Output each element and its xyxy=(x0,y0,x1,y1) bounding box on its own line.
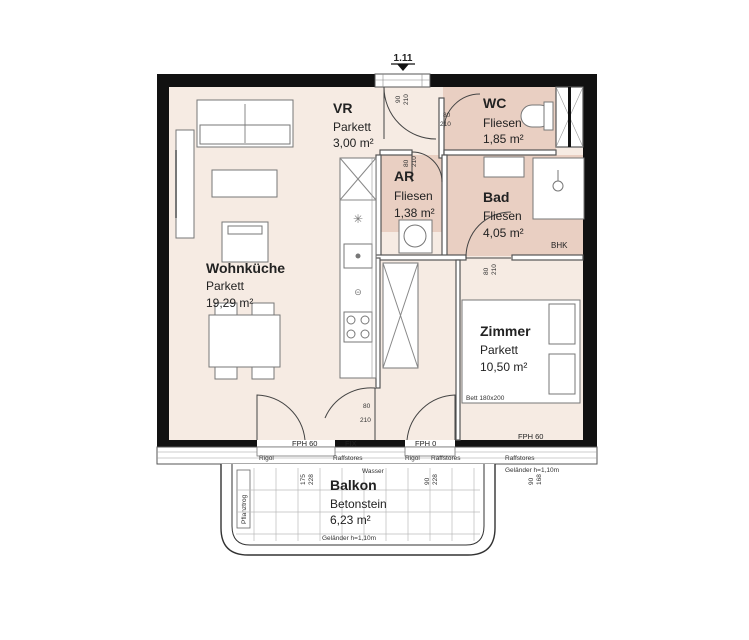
bad-sink-icon xyxy=(483,156,525,178)
entry-door-swing xyxy=(383,86,437,140)
gelaender-bottom-label: Geländer h=1,10m xyxy=(322,535,376,542)
wohn-door-h: 210 xyxy=(360,417,371,424)
planter-box xyxy=(236,469,251,529)
wall-vr-bottom xyxy=(379,149,413,156)
wc-door-h: 210 xyxy=(440,121,451,128)
room-bad-floor: Fliesen xyxy=(483,209,522,223)
wall-ar-bottom xyxy=(375,254,467,261)
room-balkon-area: 6,23 m² xyxy=(330,513,371,527)
fph-left-label: FPH 60 xyxy=(292,439,317,448)
rigol-left-label: Rigol xyxy=(259,455,274,462)
raff-right-label: Raffstores xyxy=(505,455,535,462)
room-vr-floor: Parkett xyxy=(333,120,372,134)
room-balkon-name: Balkon xyxy=(330,477,377,493)
wc-door-w: 80 xyxy=(443,112,451,119)
bw-mid-b: 228 xyxy=(432,474,439,485)
fph-right-label: FPH 60 xyxy=(518,432,543,441)
room-bad-area: 4,05 m² xyxy=(483,226,524,240)
room-ar-name: AR xyxy=(394,168,414,184)
room-zimmer-area: 10,50 m² xyxy=(480,360,527,374)
raff-left-label: Raffstores xyxy=(333,455,363,462)
room-zimmer-floor: Parkett xyxy=(480,343,519,357)
room-wc-area: 1,85 m² xyxy=(483,132,524,146)
bed-label: Bett 180x200 xyxy=(466,395,505,402)
wall-ar-right xyxy=(441,154,448,259)
wohn-door-w: 80 xyxy=(363,403,371,410)
fix-label: FIX xyxy=(345,439,357,448)
tv-board xyxy=(175,129,195,239)
armchair xyxy=(221,221,269,263)
balcony-door-right-swing xyxy=(406,394,456,441)
wall-top-left xyxy=(157,74,375,87)
raff-mid-label: Raffstores xyxy=(431,455,461,462)
wall-bottom-left xyxy=(157,440,257,447)
wall-corridor-left xyxy=(375,257,381,389)
wall-top-right xyxy=(430,74,597,87)
wall-ar-left xyxy=(375,154,382,259)
ar-door-swing xyxy=(411,151,443,183)
wc-door-swing xyxy=(443,93,481,131)
tap-icon: ⊝ xyxy=(354,287,362,297)
fph-mid-label: FPH 0 xyxy=(415,439,436,448)
room-vr-area: 3,00 m² xyxy=(333,136,374,150)
room-bad-name: Bad xyxy=(483,189,509,205)
room-balkon-floor: Betonstein xyxy=(330,497,387,511)
gelaender-right-label: Geländer h=1,10m xyxy=(505,467,559,474)
wall-right xyxy=(583,74,597,447)
wall-left xyxy=(157,74,169,447)
wall-wc-left xyxy=(438,97,445,159)
bad-door-swing xyxy=(465,211,512,259)
balcony-outline xyxy=(220,464,496,556)
marker-arrow-icon xyxy=(397,64,409,71)
wall-zimmer-left xyxy=(455,259,461,441)
room-wc-floor: Fliesen xyxy=(483,116,522,130)
ar-door-h: 210 xyxy=(411,156,418,167)
room-vr-name: VR xyxy=(333,100,352,116)
room-wohn-area: 19,29 m² xyxy=(206,296,253,310)
bw-left-b: 228 xyxy=(308,474,315,485)
bad-door-w: 80 xyxy=(483,267,490,275)
bhk-label: BHK xyxy=(551,241,568,250)
wall-bad-bottom xyxy=(511,254,584,261)
entry-door-h: 210 xyxy=(403,94,410,105)
bw-mid-a: 90 xyxy=(424,477,431,485)
room-ar-floor: Fliesen xyxy=(394,189,433,203)
coffee-table xyxy=(211,169,278,198)
balcony-door-left-swing xyxy=(256,394,306,441)
bw-left-a: 175 xyxy=(300,474,307,485)
wall-wc-bottom xyxy=(443,149,557,156)
fan-icon: ✳ xyxy=(353,212,363,226)
wall-bottom-pier xyxy=(335,440,405,447)
room-ar-area: 1,38 m² xyxy=(394,206,435,220)
wasser-label: Wasser xyxy=(362,468,385,475)
rigol-mid-label: Rigol xyxy=(405,455,420,462)
room-wohn-floor: Parkett xyxy=(206,279,245,293)
room-wc-name: WC xyxy=(483,95,506,111)
entry-door-frame xyxy=(374,73,431,88)
wohn-door-swing xyxy=(324,387,376,419)
balcony-tiles xyxy=(236,468,480,541)
shaft-wall xyxy=(568,87,571,147)
bw-right-a: 90 xyxy=(528,477,535,485)
marker-label: 1.11 xyxy=(394,53,413,64)
bw-right-b: 168 xyxy=(536,474,543,485)
entry-door-w: 90 xyxy=(395,95,402,103)
wall-bottom-right xyxy=(455,440,597,447)
ar-door-w: 80 xyxy=(403,159,410,167)
planter-label: Pflanztrog xyxy=(241,494,248,524)
dining-table xyxy=(208,314,281,368)
bad-door-h: 210 xyxy=(491,264,498,275)
room-zimmer-name: Zimmer xyxy=(480,323,531,339)
room-wohn-name: Wohnküche xyxy=(206,260,285,276)
